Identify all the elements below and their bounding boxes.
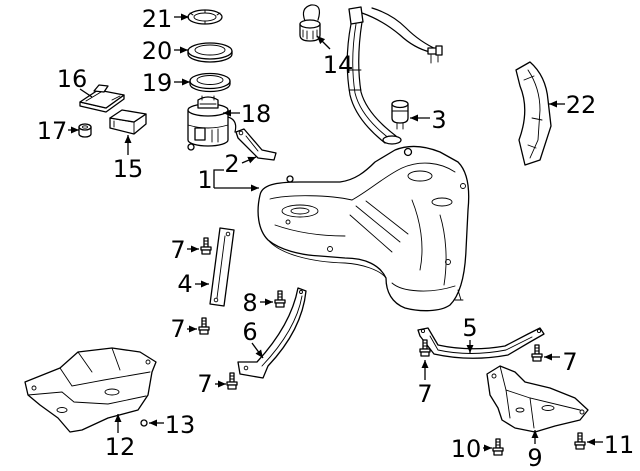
heat-shield-part-9 xyxy=(486,365,589,433)
callout-13: 13 xyxy=(165,411,196,439)
filler-neck-pipe xyxy=(346,6,402,145)
callout-2: 2 xyxy=(224,150,239,178)
fuel-tank-part-1 xyxy=(257,145,470,312)
bolt-part-11 xyxy=(574,432,586,450)
gasket-ring-part-19 xyxy=(189,72,231,93)
module-part-15 xyxy=(109,109,147,135)
callout-4: 4 xyxy=(177,270,192,298)
callout-12: 12 xyxy=(105,433,136,461)
callout-7-middle-left: 7 xyxy=(170,315,185,343)
callout-8: 8 xyxy=(242,289,257,317)
callout-7-center: 7 xyxy=(417,380,432,408)
callout-17: 17 xyxy=(37,117,68,145)
callout-14: 14 xyxy=(323,51,354,79)
leader-lines xyxy=(68,13,603,452)
clip-part-13 xyxy=(140,419,148,427)
bolt-part-7-center xyxy=(419,339,431,357)
bolt-part-8 xyxy=(274,290,286,308)
bolt-part-10 xyxy=(492,438,504,456)
callout-16: 16 xyxy=(57,65,88,93)
callout-15: 15 xyxy=(113,155,144,183)
vent-valve-part-3 xyxy=(391,99,409,130)
callout-1: 1 xyxy=(197,166,212,194)
lock-ring-part-21 xyxy=(187,9,223,25)
callout-21: 21 xyxy=(142,5,173,33)
nut-part-17 xyxy=(78,123,92,138)
bolt-part-7-lower-left xyxy=(226,372,238,390)
callout-labels: 21 20 19 18 16 17 15 14 3 22 2 1 7 4 8 6… xyxy=(37,5,635,471)
callout-3: 3 xyxy=(431,106,446,134)
tank-strap-part-6 xyxy=(237,287,307,379)
bolt-part-7-upper-left xyxy=(200,237,212,255)
callout-18: 18 xyxy=(241,100,272,128)
heat-shield-part-22 xyxy=(515,61,552,166)
bolt-part-7-right xyxy=(531,344,543,362)
tank-strap-part-4 xyxy=(209,227,235,307)
heat-shield-part-12 xyxy=(24,347,157,433)
wiring-harness xyxy=(361,7,443,64)
control-module-part-16 xyxy=(79,84,125,113)
callout-7-lower-left: 7 xyxy=(197,370,212,398)
callout-7-upper-left: 7 xyxy=(170,236,185,264)
sender-bracket-part-2 xyxy=(235,128,277,161)
callout-6: 6 xyxy=(242,318,257,346)
callout-11: 11 xyxy=(604,431,635,459)
callout-19: 19 xyxy=(142,69,173,97)
callout-20: 20 xyxy=(142,37,173,65)
fuel-pump-part-18 xyxy=(187,95,237,151)
callout-10: 10 xyxy=(451,435,482,463)
bolt-part-7-middle-left xyxy=(198,317,210,335)
seal-ring-part-20 xyxy=(187,42,233,63)
callout-5: 5 xyxy=(462,314,477,342)
callout-22: 22 xyxy=(566,91,597,119)
tank-strap-part-5 xyxy=(417,327,545,359)
callout-9: 9 xyxy=(527,444,542,471)
filler-cap-part-14 xyxy=(299,4,321,42)
callout-7-right: 7 xyxy=(562,348,577,376)
